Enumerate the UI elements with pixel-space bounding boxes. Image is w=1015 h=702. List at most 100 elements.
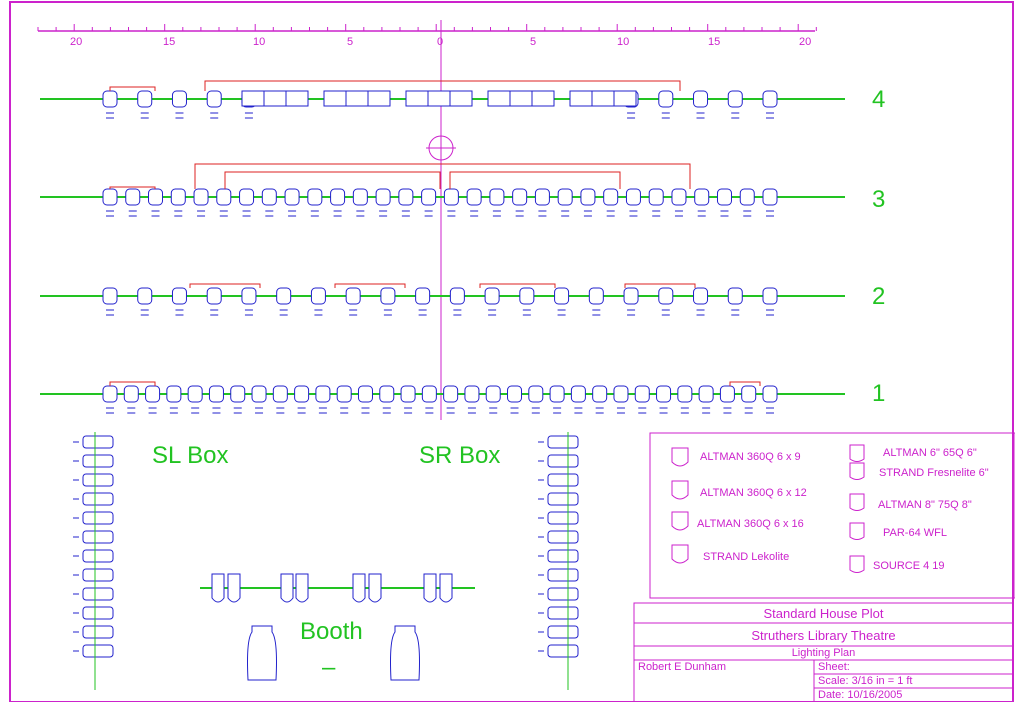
instrument[interactable] <box>762 287 778 316</box>
instrument[interactable] <box>762 90 778 119</box>
instrument[interactable] <box>762 385 778 414</box>
instrument[interactable] <box>193 188 209 217</box>
booth-instrument[interactable] <box>352 573 366 603</box>
instrument[interactable] <box>148 188 164 217</box>
instrument[interactable] <box>379 385 395 414</box>
instrument[interactable] <box>739 188 755 217</box>
instrument[interactable] <box>208 385 224 414</box>
instrument[interactable] <box>762 188 778 217</box>
boom-instrument[interactable] <box>538 568 579 582</box>
boom-instrument[interactable] <box>73 454 114 468</box>
instrument[interactable] <box>489 188 505 217</box>
instrument[interactable] <box>375 188 391 217</box>
boom-instrument[interactable] <box>538 511 579 525</box>
boom-instrument[interactable] <box>538 435 579 449</box>
boom-instrument[interactable] <box>73 473 114 487</box>
striplight[interactable] <box>323 90 391 107</box>
instrument[interactable] <box>570 385 586 414</box>
instrument[interactable] <box>557 188 573 217</box>
instrument[interactable] <box>677 385 693 414</box>
instrument[interactable] <box>421 385 437 414</box>
instrument[interactable] <box>719 385 735 414</box>
booth-instrument[interactable] <box>368 573 382 603</box>
instrument[interactable] <box>398 188 414 217</box>
instrument[interactable] <box>634 385 650 414</box>
boom-instrument[interactable] <box>73 530 114 544</box>
instrument[interactable] <box>694 188 710 217</box>
striplight[interactable] <box>569 90 637 107</box>
instrument[interactable] <box>693 287 709 316</box>
instrument[interactable] <box>102 188 118 217</box>
instrument[interactable] <box>145 385 161 414</box>
instrument[interactable] <box>671 188 687 217</box>
booth-followspot[interactable] <box>247 625 277 681</box>
instrument[interactable] <box>206 90 222 119</box>
instrument[interactable] <box>716 188 732 217</box>
instrument[interactable] <box>171 287 187 316</box>
instrument[interactable] <box>613 385 629 414</box>
boom-instrument[interactable] <box>538 492 579 506</box>
instrument[interactable] <box>592 385 608 414</box>
instrument[interactable] <box>216 188 232 217</box>
instrument[interactable] <box>443 188 459 217</box>
boom-instrument[interactable] <box>73 492 114 506</box>
instrument[interactable] <box>693 90 709 119</box>
boom-instrument[interactable] <box>73 435 114 449</box>
boom-instrument[interactable] <box>538 625 579 639</box>
instrument[interactable] <box>464 385 480 414</box>
instrument[interactable] <box>519 287 535 316</box>
boom-instrument[interactable] <box>73 511 114 525</box>
instrument[interactable] <box>648 188 664 217</box>
striplight[interactable] <box>241 90 309 107</box>
instrument[interactable] <box>239 188 255 217</box>
instrument[interactable] <box>380 287 396 316</box>
instrument[interactable] <box>137 287 153 316</box>
instrument[interactable] <box>241 287 257 316</box>
boom-instrument[interactable] <box>538 454 579 468</box>
instrument[interactable] <box>588 287 604 316</box>
boom-instrument[interactable] <box>538 644 579 658</box>
boom-instrument[interactable] <box>538 530 579 544</box>
booth-instrument[interactable] <box>211 573 225 603</box>
instrument[interactable] <box>330 188 346 217</box>
instrument[interactable] <box>310 287 326 316</box>
instrument[interactable] <box>307 188 323 217</box>
instrument[interactable] <box>315 385 331 414</box>
striplight[interactable] <box>487 90 555 107</box>
boom-instrument[interactable] <box>73 625 114 639</box>
instrument[interactable] <box>251 385 267 414</box>
boom-instrument[interactable] <box>73 568 114 582</box>
boom-instrument[interactable] <box>538 549 579 563</box>
instrument[interactable] <box>137 90 153 119</box>
booth-instrument[interactable] <box>227 573 241 603</box>
instrument[interactable] <box>528 385 544 414</box>
instrument[interactable] <box>554 287 570 316</box>
instrument[interactable] <box>534 188 550 217</box>
instrument[interactable] <box>284 188 300 217</box>
instrument[interactable] <box>449 287 465 316</box>
instrument[interactable] <box>443 385 459 414</box>
instrument[interactable] <box>658 287 674 316</box>
instrument[interactable] <box>125 188 141 217</box>
instrument[interactable] <box>580 188 596 217</box>
instrument[interactable] <box>623 287 639 316</box>
instrument[interactable] <box>415 287 431 316</box>
instrument[interactable] <box>170 188 186 217</box>
booth-instrument[interactable] <box>439 573 453 603</box>
instrument[interactable] <box>656 385 672 414</box>
boom-instrument[interactable] <box>538 606 579 620</box>
instrument[interactable] <box>171 90 187 119</box>
instrument[interactable] <box>549 385 565 414</box>
instrument[interactable] <box>102 287 118 316</box>
booth-instrument[interactable] <box>423 573 437 603</box>
instrument[interactable] <box>166 385 182 414</box>
booth-instrument[interactable] <box>280 573 294 603</box>
instrument[interactable] <box>206 287 222 316</box>
instrument[interactable] <box>512 188 528 217</box>
instrument[interactable] <box>727 287 743 316</box>
booth-followspot[interactable] <box>390 625 420 681</box>
instrument[interactable] <box>484 287 500 316</box>
instrument[interactable] <box>603 188 619 217</box>
instrument[interactable] <box>336 385 352 414</box>
instrument[interactable] <box>485 385 501 414</box>
